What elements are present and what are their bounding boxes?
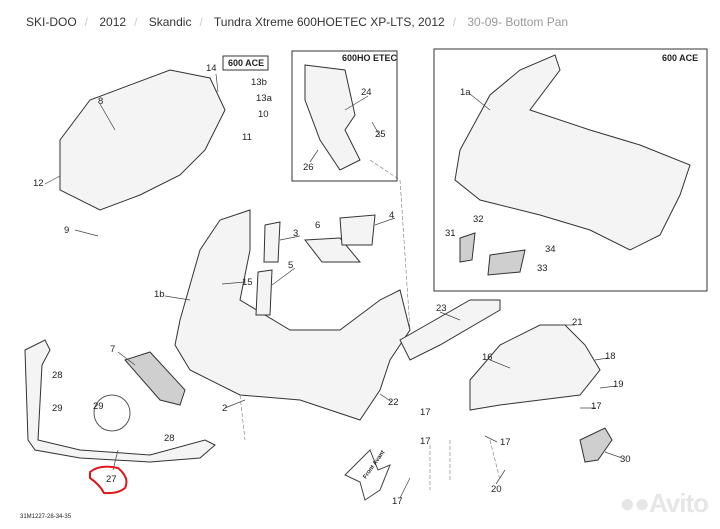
callout-label: 25 [375,129,386,140]
grille-7 [124,351,186,406]
callout-label: 5 [288,260,293,271]
breadcrumb: SKI-DOO / 2012 / Skandic / Tundra Xtreme 60… [26,15,568,29]
part-33 [487,249,526,276]
foam-5 [255,269,273,316]
upper-pan [59,69,226,211]
inset-label: 600 ACE [228,58,264,68]
breadcrumb-model[interactable]: Tundra Xtreme 600HOETEC XP-LTS, 2012 [213,15,445,29]
breadcrumb-series[interactable]: Skandic [148,15,192,29]
callout-label: 1b [154,289,165,300]
callout-label: 26 [303,162,314,173]
callout-label: 13a [256,93,273,104]
drawing-code: 31M1227-28-34-35 [20,514,72,520]
callout-label: 29 [93,401,104,412]
breadcrumb-separator: / [84,15,89,29]
callout-label: 9 [64,225,69,236]
callout-label: 11 [242,132,252,143]
callout-group: 14 13b 13a 10 11 8 12 9 24 25 26 1a 32 31 34 33 6 4 3 15 5 1b… [33,63,631,507]
callout-label: 6 [315,220,320,231]
callout-label: 33 [537,263,548,274]
callout-label: 30 [620,454,631,465]
callout-label: 23 [436,303,447,314]
inset-600-ace-right [433,48,708,292]
detail-circle-29 [93,394,131,432]
front-arrow-icon: Front Avant [344,449,391,501]
inset-600-ace-left [222,55,269,71]
breadcrumb-separator: / [452,15,457,29]
callout-label: 2 [222,403,227,414]
foam-3 [263,221,281,263]
callout-label: 4 [389,210,394,221]
callout-label: 17 [420,407,431,418]
callout-label: 16 [482,352,493,363]
assembly-lines [239,159,501,490]
callout-label: 10 [258,109,269,120]
callout-label: 7 [110,344,115,355]
callout-label: 27 [106,474,117,485]
callout-label: 3 [293,228,298,239]
callout-label: 22 [388,397,399,408]
callout-label: 18 [605,351,616,362]
right-inset-pan [454,54,691,251]
foam-23 [399,299,501,361]
highlight-outline [89,465,128,495]
callout-label: 24 [361,87,372,98]
main-pan [174,209,411,421]
callout-label: 15 [242,277,253,288]
inset-600ho-etec [291,50,398,182]
skid-plate-16 [469,324,601,411]
callout-label: 20 [491,484,502,495]
breadcrumb-year[interactable]: 2012 [99,15,127,29]
callout-label: 21 [572,317,583,328]
callout-label: 17 [420,436,431,447]
callout-label: 29 [52,403,63,414]
foam-6 [304,237,362,263]
callout-label: 31 [445,228,456,239]
callout-label: 19 [613,379,624,390]
inset-label: 600HO ETEC [342,53,398,63]
breadcrumb-brand[interactable]: SKI-DOO [26,15,77,29]
inset-label: 600 ACE [662,53,698,63]
callout-label: 28 [52,370,63,381]
callout-label: 17 [500,437,511,448]
breadcrumb-separator: / [199,15,203,29]
callout-label: 12 [33,178,44,189]
callout-label: 8 [98,96,103,107]
part-31 [459,232,476,263]
foam-4 [339,214,376,246]
breadcrumb-current: 30-09- Bottom Pan [467,15,569,29]
part-30 [579,427,613,463]
bumper-27 [24,339,216,463]
avito-watermark: ●●Avito [619,488,709,518]
breadcrumb-separator: / [134,15,138,29]
callout-label: 28 [164,433,175,444]
bracket-24 [304,64,361,171]
callout-label: 34 [545,244,556,255]
callout-label: 17 [392,496,403,507]
callout-label: 17 [591,401,602,412]
callout-label: 1a [460,87,471,98]
callout-label: 13b [251,77,267,88]
leader-lines [44,73,623,499]
callout-label: 14 [206,63,217,74]
callout-label: 32 [473,214,484,225]
